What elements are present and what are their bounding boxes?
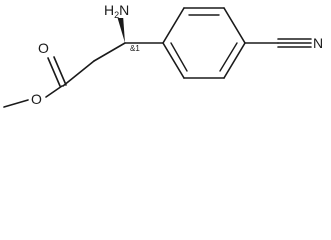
- atom-labels: H2N &1 N O O: [30, 2, 325, 107]
- ring-inner-double-2: [219, 42, 238, 72]
- ring-bond-4: [223, 42, 246, 79]
- bond-ester-o-carbonyl-c: [45, 85, 63, 98]
- bonds: [3, 7, 312, 108]
- ester-o-label: O: [31, 91, 42, 107]
- stereo-flag: &1: [130, 44, 140, 53]
- amine-h: H: [104, 2, 114, 18]
- nitrile-n-label: N: [313, 35, 323, 51]
- bond-carbonyl-double-2: [53, 56, 67, 86]
- ring-bond-6: [162, 42, 185, 79]
- bond-ch2-stereocenter: [93, 42, 126, 62]
- bond-carbonyl-double-1: [47, 57, 61, 87]
- amine-label: H2N: [104, 2, 129, 20]
- amine-subscript: 2: [114, 10, 119, 20]
- bond-carbonyl-ch2: [62, 60, 95, 87]
- carbonyl-o-label: O: [38, 40, 49, 56]
- molecule-structure: H2N &1 N O O: [3, 2, 325, 108]
- bond-methyl-ester-o: [3, 99, 29, 108]
- wedge-bond-amine: [117, 15, 125, 43]
- ring-bond-3: [223, 7, 246, 44]
- ring-bond-1: [162, 7, 185, 44]
- ring-inner-double-3: [170, 42, 188, 72]
- amine-n: N: [119, 2, 129, 18]
